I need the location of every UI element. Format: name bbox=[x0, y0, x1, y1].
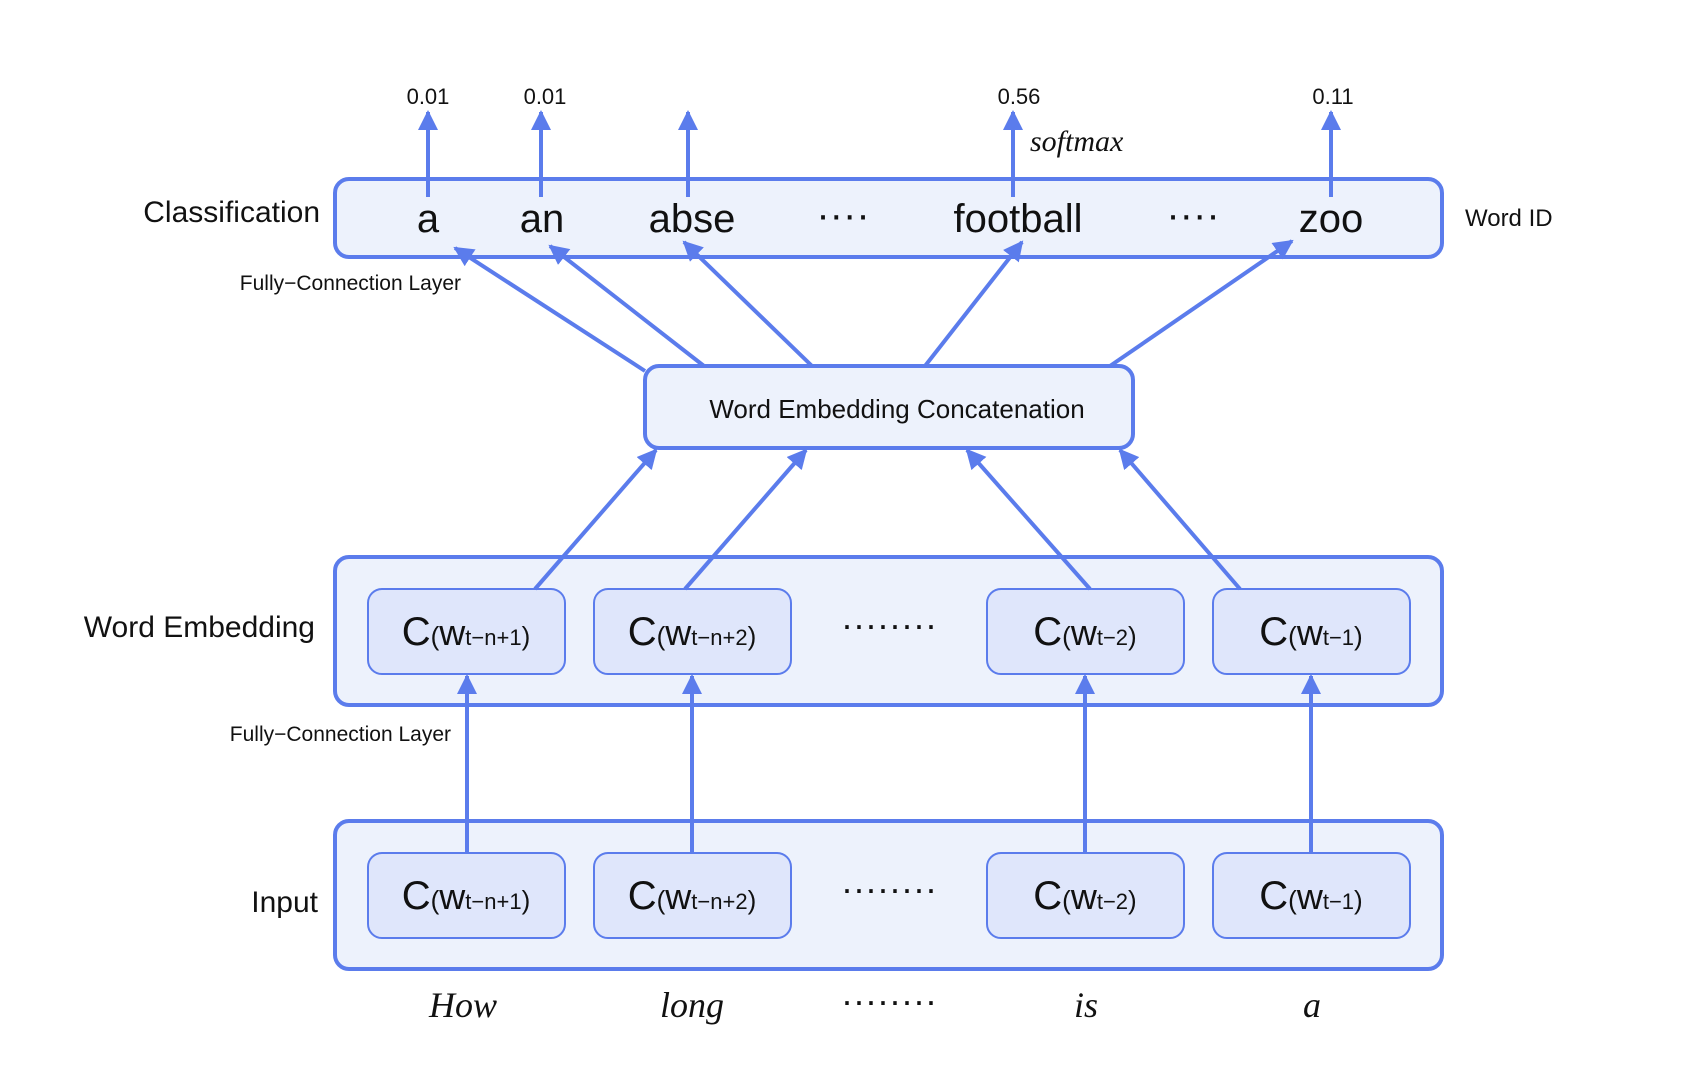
vocab-word-football: football bbox=[954, 197, 1083, 241]
vocab-word-abse: abse bbox=[649, 197, 736, 241]
embedding-cell-label-3: C(wt−2) bbox=[1033, 610, 1136, 654]
probability-football: 0.56 bbox=[998, 84, 1041, 109]
arrow-concat-to-class-a bbox=[453, 246, 647, 373]
input-cell-label-3: C(wt−2) bbox=[1033, 874, 1136, 918]
concatenation-box bbox=[643, 364, 1135, 450]
arrow-concat-to-class-an bbox=[548, 244, 706, 368]
arrow-concat-to-class-zoo bbox=[1108, 239, 1294, 368]
embedding-ellipsis: ········ bbox=[841, 604, 937, 645]
arrow-embedding-to-concat-3 bbox=[965, 448, 1092, 591]
input-word-ellipsis: ········ bbox=[841, 980, 937, 1021]
vocab-word-zoo: zoo bbox=[1299, 197, 1364, 241]
input-layer-label: Input bbox=[251, 886, 318, 919]
classification-layer-label: Classification bbox=[143, 196, 320, 229]
arrow-concat-to-class-abse bbox=[682, 240, 814, 368]
concatenation-label: Word Embedding Concatenation bbox=[709, 394, 1084, 424]
probability-zoo: 0.11 bbox=[1312, 84, 1353, 109]
classification-layer-box bbox=[333, 177, 1444, 259]
vocab-word-an: an bbox=[520, 197, 565, 241]
embedding-cell-label-1: C(wt−n+1) bbox=[402, 610, 531, 654]
vocab-ellipsis-2: ···· bbox=[1166, 193, 1219, 237]
embedding-cell-label-4: C(wt−1) bbox=[1259, 610, 1362, 654]
arrow-concat-to-class-football bbox=[923, 240, 1024, 368]
probability-an: 0.01 bbox=[524, 84, 567, 109]
vocab-ellipsis-1: ···· bbox=[816, 193, 869, 237]
input-cell-label-2: C(wt−n+2) bbox=[628, 874, 757, 918]
vocab-word-a: a bbox=[417, 197, 440, 241]
fc-layer-label-upper: Fully−Connection Layer bbox=[240, 272, 461, 295]
arrow-embedding-to-concat-4 bbox=[1118, 448, 1242, 591]
arrow-embedding-to-concat-2 bbox=[683, 448, 808, 591]
embedding-cell-label-2: C(wt−n+2) bbox=[628, 610, 757, 654]
arrow-embedding-to-concat-1 bbox=[533, 448, 658, 591]
input-word-how: How bbox=[428, 985, 497, 1025]
fc-layer-label-lower: Fully−Connection Layer bbox=[230, 723, 451, 746]
word-embedding-layer-label: Word Embedding bbox=[84, 611, 315, 644]
input-word-a: a bbox=[1303, 985, 1321, 1025]
input-cell-label-1: C(wt−n+1) bbox=[402, 874, 531, 918]
softmax-label: softmax bbox=[1030, 125, 1124, 158]
input-word-is: is bbox=[1074, 985, 1098, 1025]
word-id-label: Word ID bbox=[1465, 205, 1553, 232]
input-ellipsis: ········ bbox=[841, 868, 937, 909]
probability-a: 0.01 bbox=[407, 84, 450, 109]
input-cell-label-4: C(wt−1) bbox=[1259, 874, 1362, 918]
input-word-long: long bbox=[660, 985, 724, 1025]
